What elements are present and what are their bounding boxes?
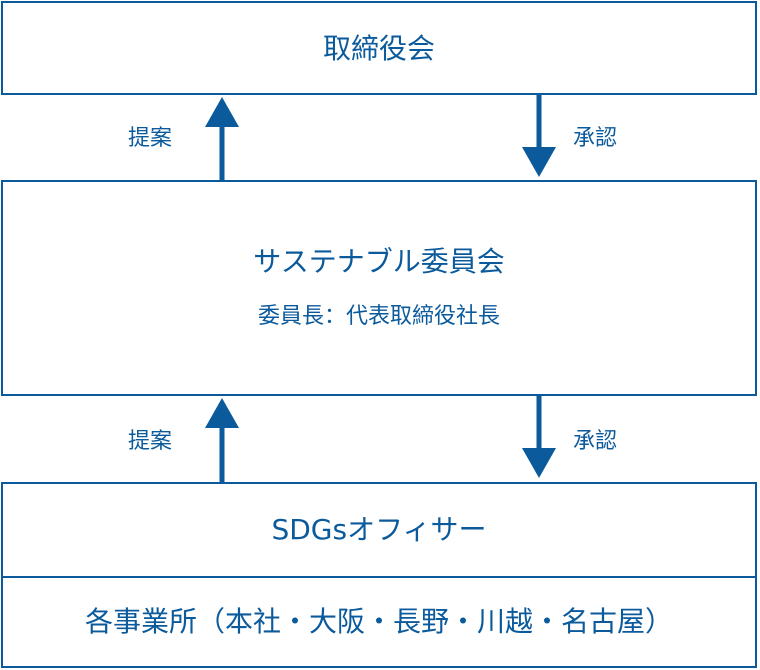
sdgs-officer-and-offices-box: SDGsオフィサー 各事業所（本社・大阪・長野・川越・名古屋）: [1, 482, 757, 668]
board-of-directors-box: 取締役会: [1, 1, 757, 95]
sdgs-offices-divider: [3, 576, 755, 578]
lower-propose-arrow: [205, 398, 239, 484]
sustainable-committee-label: サステナブル委員会: [253, 245, 505, 278]
board-of-directors-label: 取締役会: [322, 32, 435, 65]
upper-propose-label: 提案: [128, 126, 173, 151]
upper-propose-arrow: [205, 97, 239, 181]
committee-chair-label: 委員長：代表取締役社長: [257, 304, 500, 329]
lower-approve-arrow: [522, 396, 556, 478]
lower-approve-label: 承認: [573, 429, 618, 454]
lower-propose-label: 提案: [128, 429, 173, 454]
upper-approve-arrow: [522, 95, 556, 177]
sustainable-committee-box: サステナブル委員会 委員長：代表取締役社長: [1, 180, 757, 396]
sdgs-officer-label: SDGsオフィサー: [271, 513, 487, 546]
upper-approve-label: 承認: [573, 126, 618, 151]
business-offices-label: 各事業所（本社・大阪・長野・川越・名古屋）: [84, 605, 673, 638]
